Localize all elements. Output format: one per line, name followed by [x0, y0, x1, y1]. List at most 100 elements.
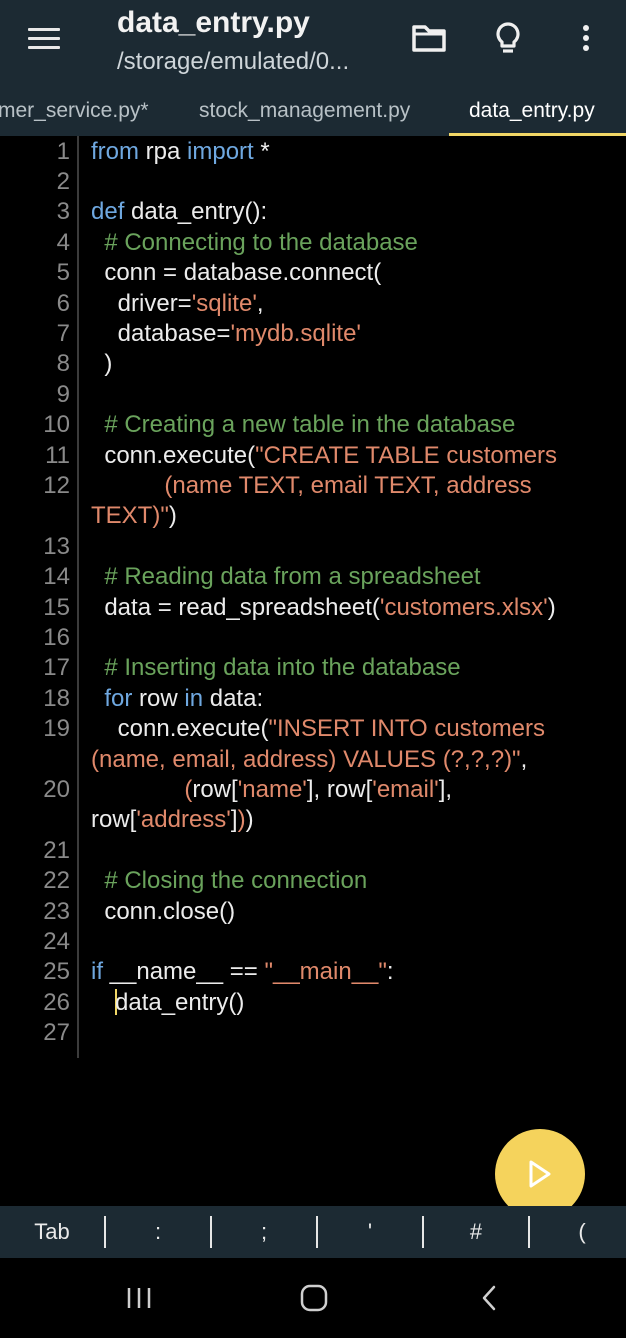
tab-mer-service[interactable]: mer_service.py* — [0, 99, 149, 122]
code-token: ], — [438, 776, 453, 803]
code-comment: # Reading data from a spreadsheet — [91, 563, 481, 590]
line-number: 10 — [43, 411, 70, 438]
code-token: , — [256, 290, 264, 317]
key-hash[interactable]: # — [469, 1219, 483, 1244]
code-comment: # Connecting to the database — [91, 229, 418, 256]
code-token: rpa — [139, 138, 188, 165]
code-string: 'sqlite' — [191, 290, 257, 317]
line-number: 12 — [43, 472, 70, 499]
line-number: 8 — [56, 350, 70, 377]
key-divider — [422, 1216, 424, 1248]
code-string: 'email' — [372, 776, 439, 803]
code-token: data: — [203, 685, 264, 712]
code-token: ], row[ — [306, 776, 373, 803]
hamburger-menu-icon[interactable] — [26, 24, 62, 54]
line-number: 2 — [56, 168, 70, 195]
code-line: conn.execute("INSERT INTO customers — [91, 715, 545, 743]
key-divider — [528, 1216, 530, 1248]
code-line: def data_entry(): — [91, 198, 267, 226]
key-divider — [316, 1216, 318, 1248]
code-string: "CREATE TABLE customers — [255, 442, 558, 469]
folder-icon[interactable] — [409, 18, 449, 58]
code-editor[interactable]: 1 2 3 4 5 6 7 8 9 10 11 12 13 14 15 16 1… — [0, 136, 626, 1206]
gutter-divider — [77, 136, 79, 1058]
code-token: from — [91, 138, 139, 165]
code-string: "INSERT INTO customers — [268, 715, 546, 742]
line-number: 1 — [56, 138, 70, 165]
code-keyword: for — [104, 685, 133, 712]
code-line: data_entry() — [115, 989, 244, 1017]
key-colon[interactable]: : — [154, 1219, 162, 1244]
code-string: 'mydb.sqlite' — [230, 320, 361, 347]
more-vertical-icon[interactable] — [566, 18, 606, 58]
line-number: 21 — [43, 837, 70, 864]
code-token: ) — [245, 806, 254, 833]
line-number: 26 — [43, 989, 70, 1016]
code-string: TEXT)" — [91, 502, 169, 529]
code-string: 'address' — [136, 806, 231, 833]
app-bar: data_entry.py /storage/emulated/0... — [0, 0, 626, 90]
recents-icon[interactable] — [114, 1278, 164, 1318]
code-string: 'customers.xlsx' — [379, 594, 548, 621]
line-number: 15 — [43, 594, 70, 621]
code-token: data_entry(): — [124, 198, 268, 225]
code-line: (row['name'], row['email'], — [91, 776, 452, 804]
code-token: ( — [91, 776, 193, 803]
code-line: row['address'])) — [91, 806, 254, 834]
code-line: database='mydb.sqlite' — [91, 320, 361, 348]
line-number: 17 — [43, 654, 70, 681]
code-string: "__main__" — [264, 958, 387, 985]
code-keyword: if — [91, 958, 103, 985]
line-number: 23 — [43, 898, 70, 925]
key-divider — [210, 1216, 212, 1248]
active-tab-indicator — [449, 133, 626, 136]
run-button[interactable] — [495, 1129, 585, 1219]
key-tab[interactable]: Tab — [34, 1219, 70, 1244]
line-number: 19 — [43, 715, 70, 742]
code-line: driver='sqlite', — [91, 290, 264, 318]
home-icon[interactable] — [289, 1278, 339, 1318]
code-token: data = read_spreadsheet( — [91, 594, 380, 621]
code-token: * — [253, 138, 270, 165]
code-token: import — [187, 138, 254, 165]
code-comment: # Creating a new table in the database — [91, 411, 516, 438]
code-token: ) — [168, 502, 177, 529]
lightbulb-icon[interactable] — [488, 18, 528, 58]
code-comment: # Closing the connection — [91, 867, 368, 894]
line-number: 7 — [56, 320, 70, 347]
code-token: database= — [91, 320, 231, 347]
system-nav-bar — [0, 1258, 626, 1338]
line-number: 3 — [56, 198, 70, 225]
code-line: TEXT)") — [91, 502, 177, 530]
code-string: (name, email, address) VALUES (?,?,?)" — [91, 746, 521, 773]
code-token: row[ — [91, 806, 137, 833]
code-keyword: in — [184, 685, 204, 712]
extra-keys-bar: Tab : ; ' # ( — [0, 1206, 626, 1258]
code-token: ) — [547, 594, 556, 621]
line-number: 13 — [43, 533, 70, 560]
key-semicolon[interactable]: ; — [260, 1219, 268, 1244]
play-icon — [529, 1160, 551, 1188]
back-icon[interactable] — [464, 1278, 514, 1318]
file-title: data_entry.py — [117, 6, 310, 39]
code-string: (name TEXT, email TEXT, address — [91, 472, 532, 499]
code-token: , — [520, 746, 528, 773]
code-token: ) — [237, 806, 246, 833]
file-tabs: mer_service.py* stock_management.py data… — [0, 90, 626, 136]
code-line: data = read_spreadsheet('customers.xlsx'… — [91, 594, 556, 622]
code-token: ] — [230, 806, 238, 833]
tab-stock-management[interactable]: stock_management.py — [199, 99, 411, 122]
code-line: conn.close() — [91, 898, 236, 925]
code-string: 'name' — [237, 776, 307, 803]
code-token: data_entry() — [115, 989, 245, 1016]
line-number: 11 — [45, 442, 70, 469]
key-quote[interactable]: ' — [367, 1219, 373, 1244]
line-number: 25 — [43, 958, 70, 985]
code-line: conn = database.connect( — [91, 259, 382, 286]
tab-data-entry[interactable]: data_entry.py — [469, 99, 595, 122]
code-line: if __name__ == "__main__": — [91, 958, 394, 986]
text-cursor — [115, 989, 117, 1015]
code-token — [91, 685, 104, 712]
code-token: conn.execute( — [91, 442, 256, 469]
key-paren[interactable]: ( — [578, 1219, 586, 1244]
